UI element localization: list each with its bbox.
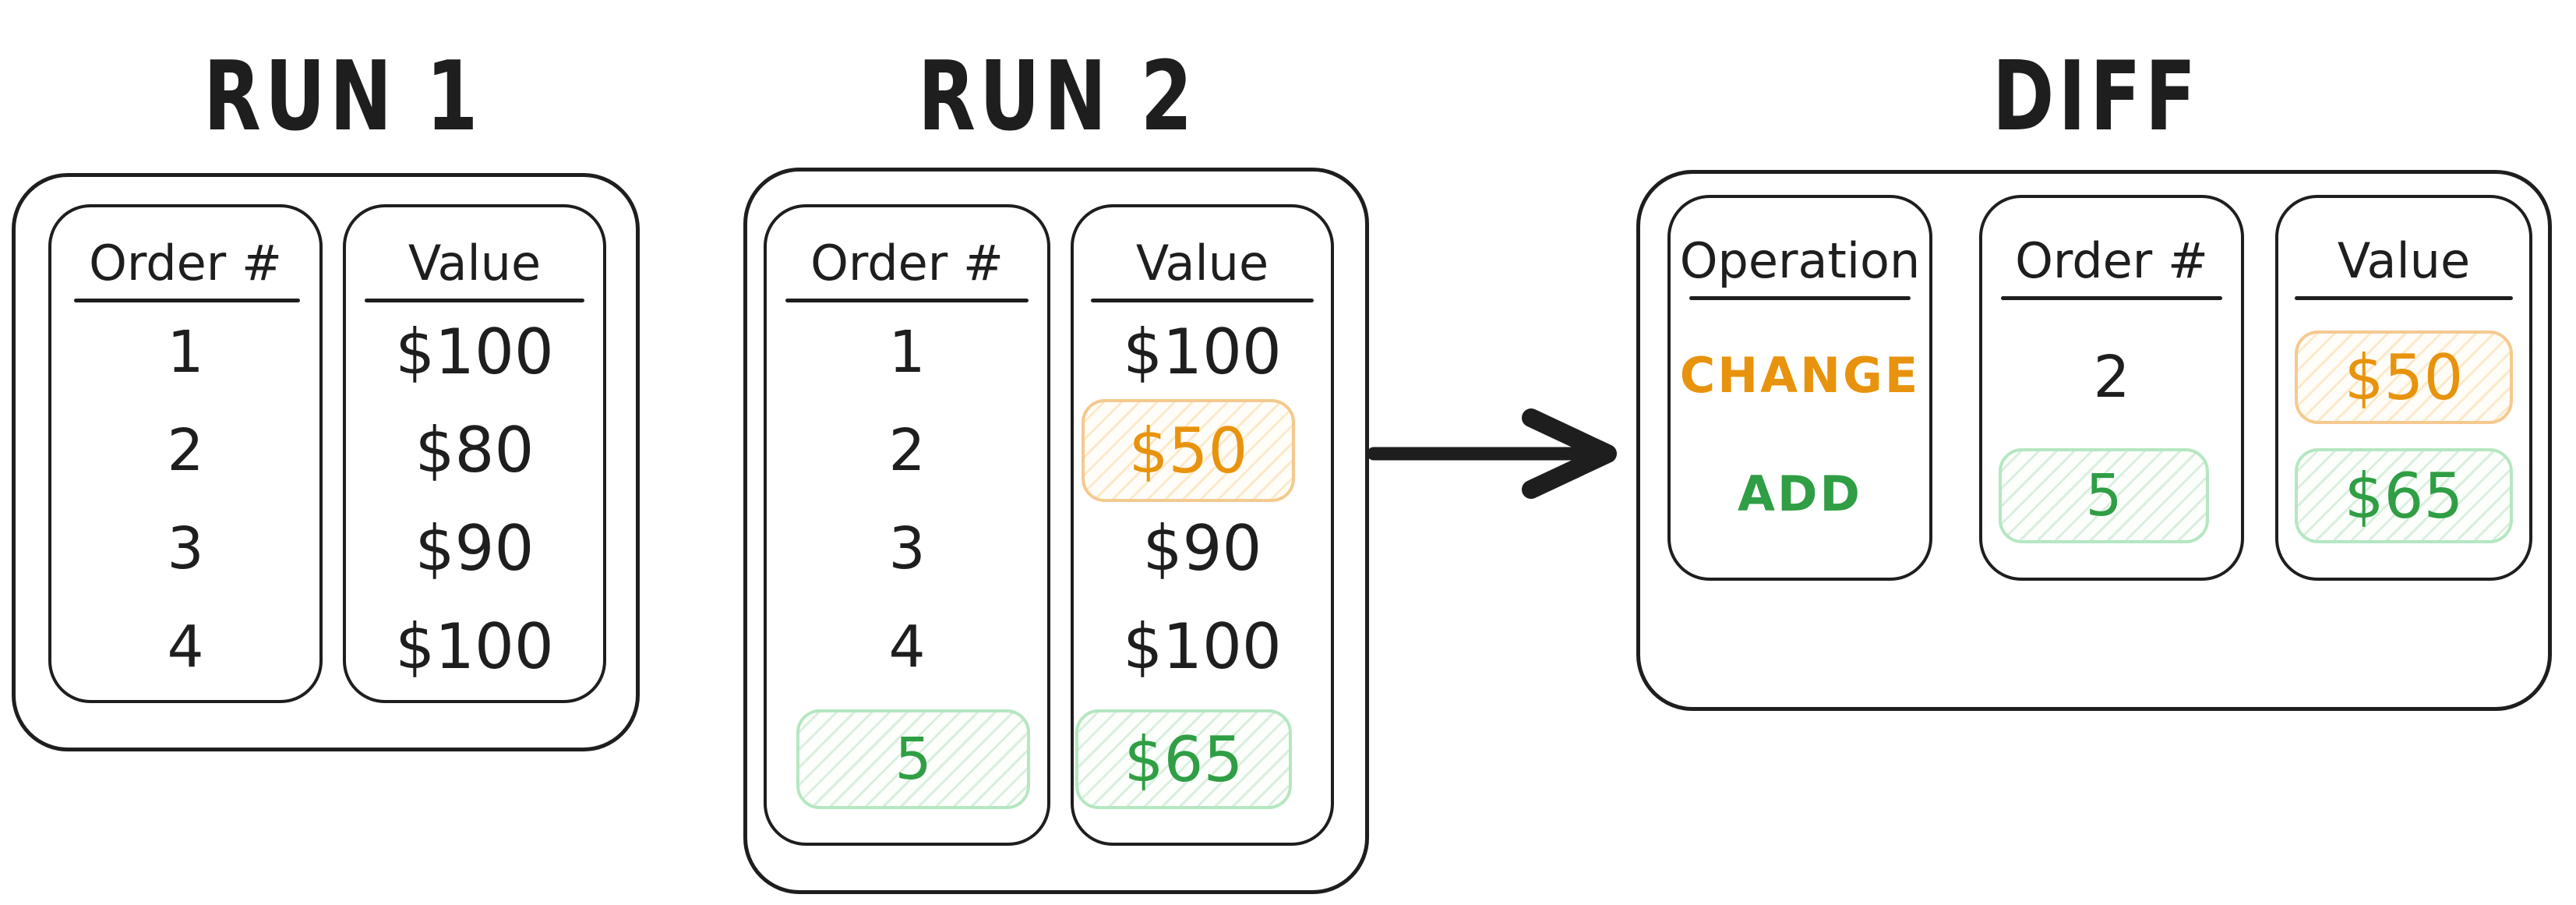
run2-value-cell-text: $65: [1124, 723, 1244, 796]
diff-added-value-cell: $65: [2295, 448, 2513, 543]
run2-value-cell: $100: [1123, 316, 1282, 388]
diff-value-cell-text: $65: [2344, 459, 2464, 532]
diff-operation-add: ADD: [1738, 465, 1862, 522]
run2-order-header: Order #: [810, 235, 1004, 292]
diff-order-cell: 2: [2093, 344, 2130, 411]
run2-added-order-cell: 5: [796, 709, 1030, 809]
run1-order-cell: 1: [167, 319, 204, 386]
diff-added-order-cell: 5: [1999, 448, 2209, 543]
header-underline: [2295, 296, 2513, 300]
run2-changed-value-cell: $50: [1082, 399, 1295, 502]
run1-order-cell: 3: [167, 515, 204, 582]
diff-operation-header: Operation: [1679, 232, 1921, 289]
diff-changed-value-cell: $50: [2295, 331, 2513, 424]
diff-title: DIFF: [1992, 41, 2200, 153]
diff-order-cell-text: 5: [2085, 462, 2123, 529]
arrow-head: [1522, 408, 1617, 499]
run1-value-cell: $100: [395, 610, 554, 683]
run2-value-cell: $90: [1142, 512, 1262, 585]
header-underline: [74, 299, 300, 302]
run2-value-cell: $100: [1123, 610, 1282, 683]
header-underline: [1091, 299, 1314, 302]
run1-value-column: [343, 204, 606, 703]
flow-arrow-icon: [1367, 408, 1617, 499]
run2-value-header: Value: [1135, 235, 1269, 292]
diff-operation-column: [1667, 195, 1932, 581]
run1-title: RUN 1: [203, 41, 482, 153]
header-underline: [1689, 296, 1911, 300]
run1-order-cell: 2: [167, 417, 204, 484]
run1-order-cell: 4: [167, 613, 204, 681]
run1-order-header: Order #: [89, 235, 282, 292]
run2-order-cell-text: 5: [895, 726, 932, 793]
run1-value-cell: $80: [415, 414, 535, 486]
run1-value-cell: $100: [395, 316, 554, 388]
diff-value-cell-text: $50: [2344, 341, 2464, 414]
header-underline: [2001, 296, 2222, 300]
run2-value-cell-text: $50: [1128, 414, 1248, 487]
header-underline: [785, 299, 1029, 302]
run2-added-value-cell: $65: [1075, 709, 1292, 809]
diff-value-header: Value: [2337, 232, 2471, 289]
diff-operation-change: CHANGE: [1679, 347, 1921, 404]
run1-order-column: [48, 204, 323, 703]
diff-order-header: Order #: [2015, 232, 2208, 289]
run2-order-cell: 2: [888, 417, 926, 484]
run1-value-header: Value: [408, 235, 542, 292]
run2-order-cell: 1: [888, 319, 926, 386]
header-underline: [365, 299, 584, 302]
run2-order-cell: 3: [888, 515, 926, 582]
run2-order-cell: 4: [888, 613, 926, 681]
run1-value-cell: $90: [415, 512, 535, 585]
run2-title: RUN 2: [918, 41, 1197, 153]
